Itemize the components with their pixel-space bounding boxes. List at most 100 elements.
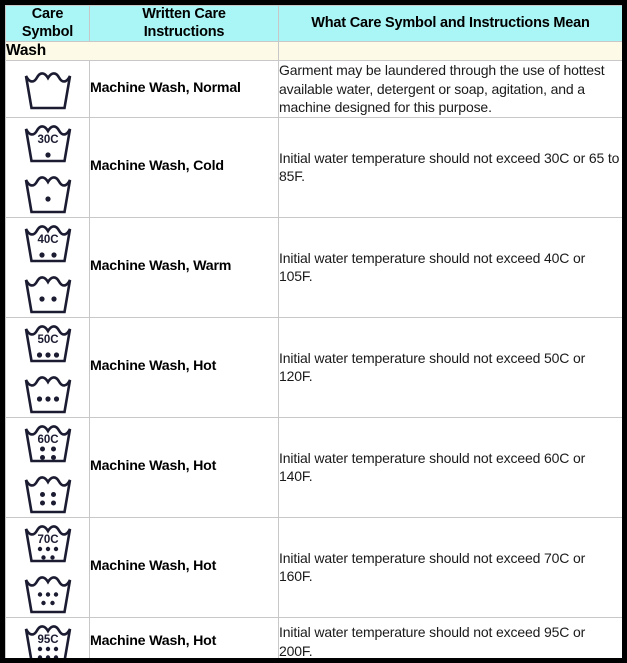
care-symbol-table: Care Symbol Written Care Instructions Wh…	[5, 5, 622, 658]
washtub-dot	[36, 352, 42, 358]
column-header-written-instructions-line2: Instructions	[143, 23, 225, 40]
washtub-dot	[44, 196, 51, 202]
washtub-outline	[24, 72, 71, 110]
washtub-outline	[24, 424, 71, 463]
washtub-temperature-label: 50C	[37, 334, 58, 346]
care-symbol-cell: 60C	[5, 416, 90, 518]
care-symbol-stack: 95C	[6, 618, 89, 658]
washtub-dot	[44, 352, 51, 358]
washtub-symbol-icon	[24, 475, 71, 514]
washtub-dot	[39, 446, 45, 452]
section-title-wash: Wash	[5, 41, 279, 62]
washtub-outline	[24, 475, 71, 514]
meaning-cell: Initial water temperature should not exc…	[278, 216, 622, 318]
washtub-outline	[24, 524, 71, 563]
washtub-outline	[24, 575, 71, 614]
washtub-dot	[40, 600, 46, 605]
care-symbol-cell: 70C	[5, 516, 90, 618]
care-symbol-stack: 30C	[6, 118, 89, 217]
washtub-symbol-icon	[24, 175, 71, 214]
care-symbol-stack: 40C	[6, 218, 89, 317]
care-symbol-cell	[5, 60, 90, 118]
washtub-dot	[50, 491, 56, 497]
meaning-cell: Initial water temperature should not exc…	[278, 116, 622, 218]
washtub-dot	[44, 152, 51, 158]
washtub-dot	[50, 500, 56, 506]
washtub-dot	[53, 592, 58, 597]
written-instruction-cell: Machine Wash, Cold	[89, 116, 279, 218]
column-header-care-symbol-line2: Symbol	[21, 23, 74, 40]
written-instruction-cell: Machine Wash, Normal	[89, 60, 279, 118]
washtub-symbol-icon: 40C	[24, 224, 71, 263]
care-symbol-cell: 30C	[5, 116, 90, 218]
washtub-dot	[39, 491, 45, 497]
care-symbol-stack	[6, 65, 89, 113]
written-instruction-cell: Machine Wash, Hot	[89, 316, 279, 418]
washtub-dot	[53, 352, 59, 358]
washtub-dot	[45, 646, 50, 651]
washtub-dot	[36, 396, 42, 402]
meaning-cell: Garment may be laundered through the use…	[278, 60, 622, 118]
washtub-temperature-label: 60C	[37, 434, 58, 446]
washtub-dot	[37, 646, 42, 651]
section-row-wash: Wash	[5, 41, 622, 62]
written-instruction-cell: Machine Wash, Hot	[89, 516, 279, 618]
meaning-cell: Initial water temperature should not exc…	[278, 516, 622, 618]
washtub-dot	[37, 655, 42, 658]
washtub-symbol-icon	[24, 575, 71, 614]
washtub-dot	[39, 454, 45, 460]
washtub-dot	[45, 592, 50, 597]
meaning-cell: Initial water temperature should not exc…	[278, 616, 622, 658]
washtub-dot	[50, 252, 57, 258]
washtub-dot	[50, 454, 56, 460]
washtub-dot	[49, 555, 55, 560]
washtub-outline	[24, 624, 71, 658]
header-row: Care Symbol Written Care Instructions Wh…	[5, 5, 622, 43]
written-instruction-cell: Machine Wash, Hot	[89, 416, 279, 518]
washtub-outline	[24, 324, 71, 363]
washtub-dot	[40, 555, 46, 560]
washtub-symbol-icon	[24, 275, 71, 314]
washtub-symbol-icon	[24, 72, 71, 110]
washtub-outline	[24, 175, 71, 214]
washtub-dot	[50, 296, 57, 302]
washtub-outline	[24, 124, 71, 163]
washtub-outline	[24, 375, 71, 414]
washtub-dot	[45, 655, 50, 658]
written-instruction-cell: Machine Wash, Warm	[89, 216, 279, 318]
washtub-dot	[38, 252, 45, 258]
washtub-temperature-label: 40C	[37, 234, 58, 246]
washtub-dot	[50, 446, 56, 452]
meaning-cell: Initial water temperature should not exc…	[278, 416, 622, 518]
care-symbol-stack: 70C	[6, 518, 89, 617]
care-symbol-cell: 50C	[5, 316, 90, 418]
washtub-symbol-icon: 95C	[24, 624, 71, 658]
care-symbol-cell: 95C	[5, 616, 90, 658]
washtub-dot	[53, 655, 58, 658]
column-header-meaning: What Care Symbol and Instructions Mean	[278, 5, 622, 43]
column-header-care-symbol-line1: Care	[31, 6, 64, 22]
washtub-dot	[53, 646, 58, 651]
care-symbol-stack: 60C	[6, 418, 89, 517]
washtub-dot	[37, 592, 42, 597]
washtub-symbol-icon: 60C	[24, 424, 71, 463]
column-header-meaning-text: What Care Symbol and Instructions Mean	[311, 14, 590, 31]
section-spacer-cell	[278, 41, 622, 62]
washtub-symbol-icon: 30C	[24, 124, 71, 163]
washtub-symbol-icon: 70C	[24, 524, 71, 563]
washtub-outline	[24, 275, 71, 314]
care-symbol-stack: 50C	[6, 318, 89, 417]
table-header: Care Symbol Written Care Instructions Wh…	[5, 5, 622, 43]
washtub-symbol-icon	[24, 375, 71, 414]
washtub-outline	[24, 224, 71, 263]
column-header-care-symbol: Care Symbol	[5, 5, 90, 43]
column-header-written-instructions: Written Care Instructions	[89, 5, 279, 43]
washtub-dot	[53, 546, 58, 551]
washtub-dot	[37, 546, 42, 551]
